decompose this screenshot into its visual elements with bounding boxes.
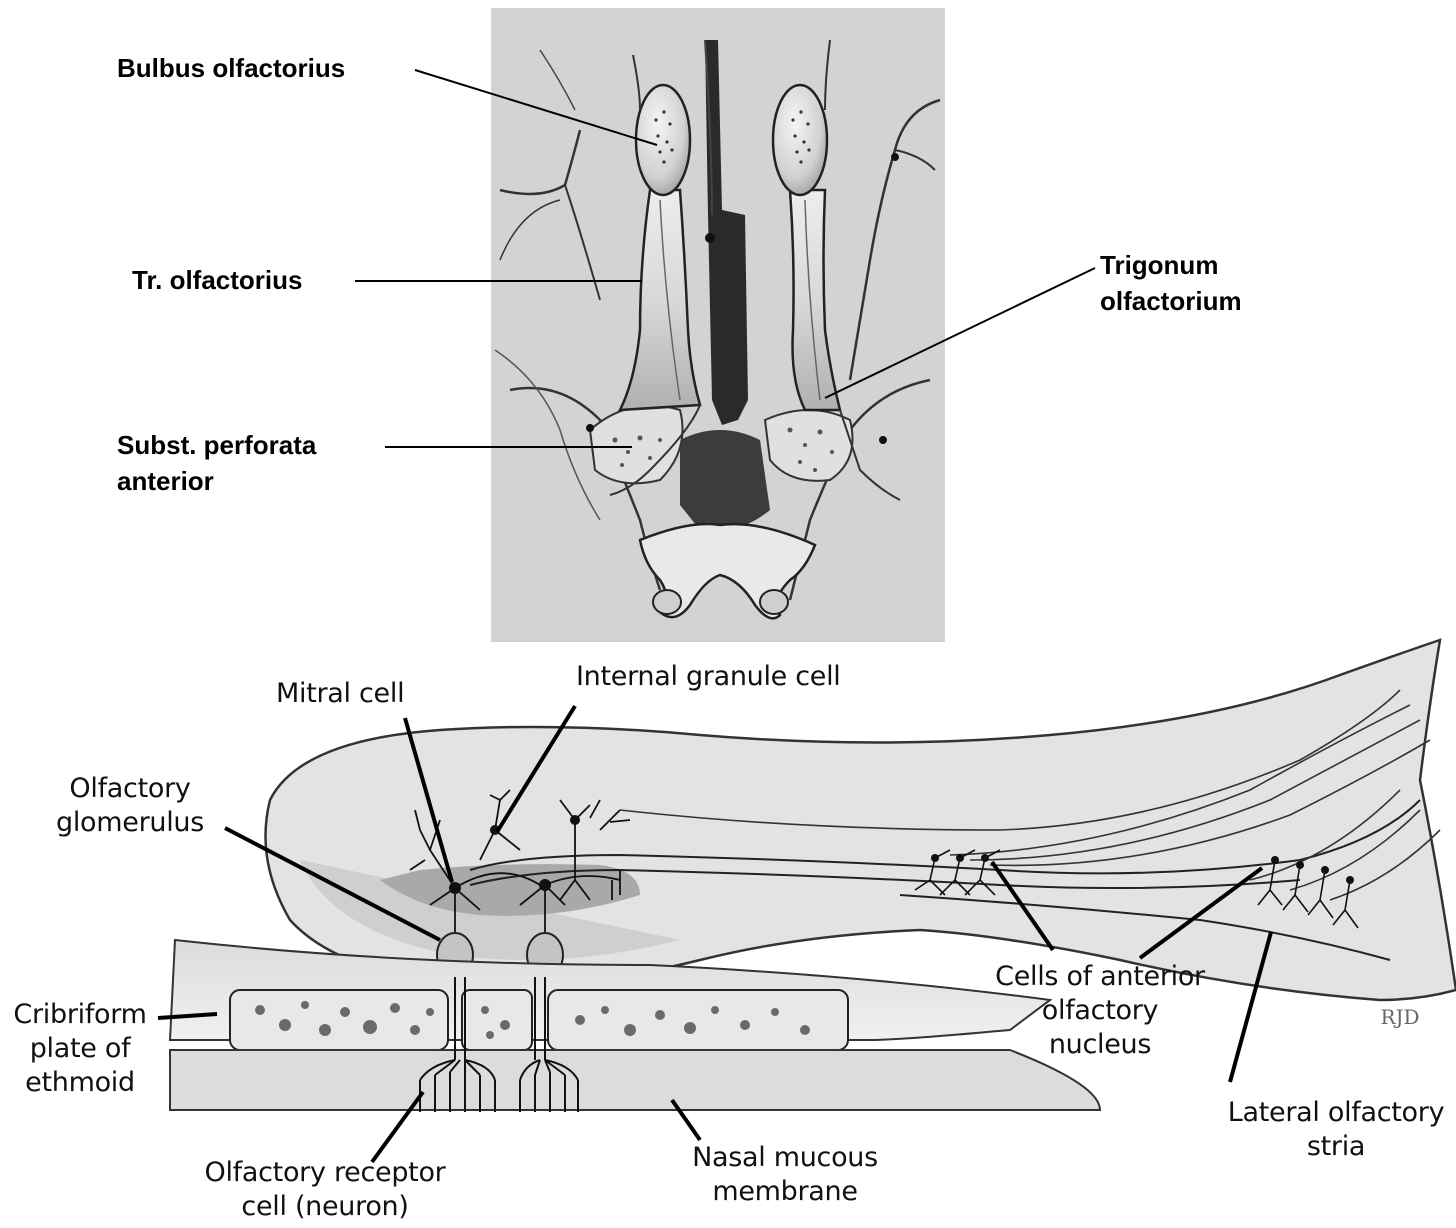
label-substantia-perforata-anterior: Subst. perforata anterior: [117, 427, 316, 499]
label-trigonum-olfactorium: Trigonum olfactorium: [1100, 247, 1242, 319]
label-mitral-cell: Mitral cell: [276, 677, 404, 711]
nasal-mucous-membrane: [170, 1050, 1100, 1110]
brain-base-illustration: [491, 8, 945, 642]
label-bulbus-olfactorius: Bulbus olfactorius: [117, 50, 345, 86]
label-nasal-mucous-membrane: Nasal mucous membrane: [670, 1141, 900, 1209]
label-internal-granule-cell: Internal granule cell: [576, 660, 841, 694]
artist-signature: RJD: [1380, 1005, 1419, 1029]
label-tractus-olfactorius: Tr. olfactorius: [132, 262, 303, 298]
right-olfactory-bulb: [773, 85, 827, 195]
label-olfactory-receptor-cell: Olfactory receptor cell (neuron): [190, 1156, 460, 1224]
label-olfactory-glomerulus: Olfactory glomerulus: [50, 772, 210, 840]
optic-chiasm-region: [680, 430, 770, 531]
label-lateral-olfactory-stria: Lateral olfactory stria: [1218, 1096, 1454, 1164]
label-anterior-olfactory-nucleus: Cells of anterior olfactory nucleus: [985, 960, 1215, 1062]
label-cribriform-plate: Cribriform plate of ethmoid: [5, 998, 155, 1100]
